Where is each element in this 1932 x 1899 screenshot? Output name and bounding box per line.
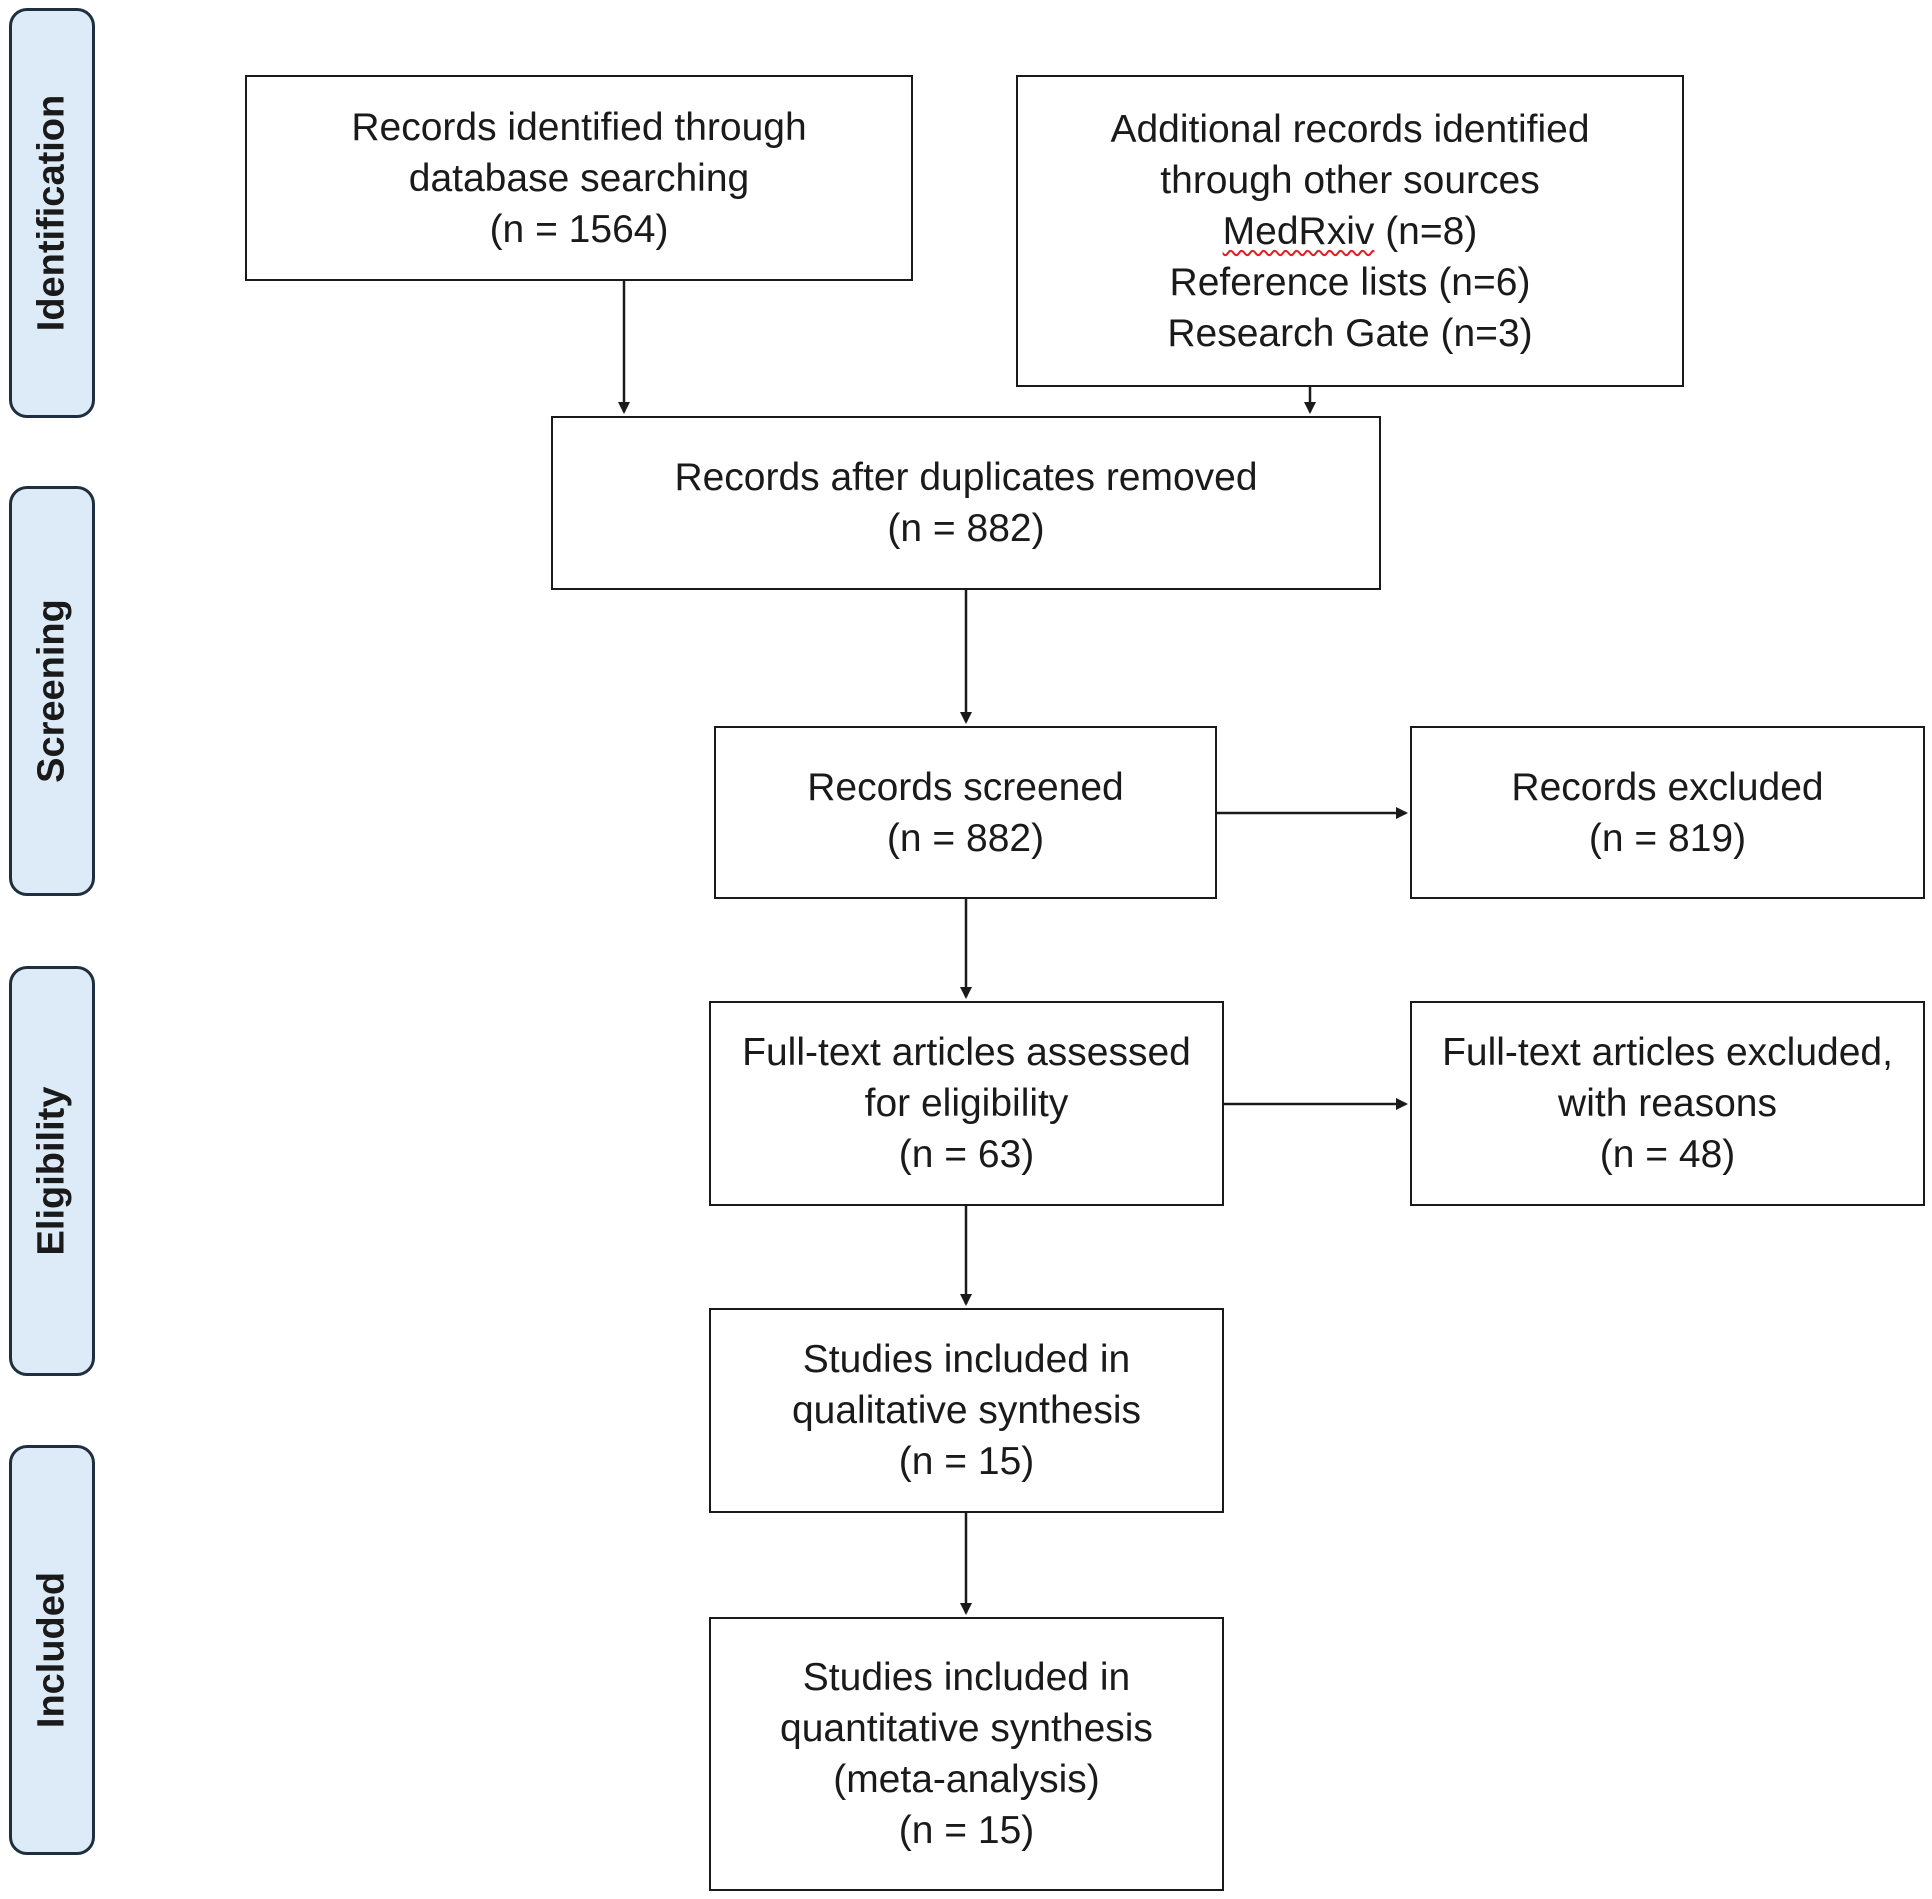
text-line: database searching xyxy=(408,156,750,200)
text-line: through other sources xyxy=(1160,158,1540,202)
text-line: Full-text articles assessed xyxy=(742,1031,1191,1074)
text-line: Studies included in xyxy=(802,1338,1131,1381)
box-database-records: Records identified through database sear… xyxy=(245,75,913,281)
text-line: Reference lists (n=6) xyxy=(1169,260,1531,304)
text-line: Studies included in xyxy=(802,1656,1131,1699)
box-records-excluded: Records excluded (n = 819) xyxy=(1410,726,1925,899)
text-count: (n = 882) xyxy=(887,507,1045,550)
stage-eligibility: Eligibility xyxy=(9,966,95,1376)
text-line: quantitative synthesis xyxy=(780,1707,1153,1750)
box-other-sources: Additional records identified through ot… xyxy=(1016,75,1684,387)
text-count: (n = 15) xyxy=(898,1809,1035,1852)
stage-identification: Identification xyxy=(9,8,95,418)
text-count: (n = 63) xyxy=(898,1133,1035,1176)
box-qualitative-synthesis: Studies included in qualitative synthesi… xyxy=(709,1308,1224,1513)
stage-included: Included xyxy=(9,1445,95,1855)
box-fulltext-assessed: Full-text articles assessed for eligibil… xyxy=(709,1001,1224,1206)
text-line: with reasons xyxy=(1558,1082,1777,1125)
stage-screening: Screening xyxy=(9,486,95,896)
medrxiv-count: (n=8) xyxy=(1374,209,1478,253)
text-count: (n = 15) xyxy=(898,1440,1035,1483)
text-count: (n = 882) xyxy=(886,816,1045,860)
box-quantitative-synthesis: Studies included in quantitative synthes… xyxy=(709,1617,1224,1891)
text-line-medrxiv: MedRxiv (n=8) xyxy=(1223,206,1478,257)
text-line: Records after duplicates removed xyxy=(674,456,1258,499)
text-count: (n = 48) xyxy=(1599,1133,1736,1176)
text-line: (meta-analysis) xyxy=(833,1758,1100,1801)
text-line: Records identified through xyxy=(351,105,807,149)
text-line: for eligibility xyxy=(864,1082,1069,1125)
text-line: Research Gate (n=3) xyxy=(1167,311,1533,355)
text-line: Additional records identified xyxy=(1110,107,1590,151)
text-line: Full-text articles excluded, xyxy=(1442,1031,1893,1074)
text-line: Records excluded xyxy=(1511,765,1824,809)
text-count: (n = 819) xyxy=(1588,816,1747,860)
text-line: qualitative synthesis xyxy=(791,1389,1142,1432)
box-records-screened: Records screened (n = 882) xyxy=(714,726,1217,899)
text-line: Records screened xyxy=(807,765,1124,809)
box-duplicates-removed: Records after duplicates removed (n = 88… xyxy=(551,416,1381,590)
medrxiv-name: MedRxiv xyxy=(1222,209,1375,253)
text-count: (n = 1564) xyxy=(489,207,669,251)
box-fulltext-excluded: Full-text articles excluded, with reason… xyxy=(1410,1001,1925,1206)
